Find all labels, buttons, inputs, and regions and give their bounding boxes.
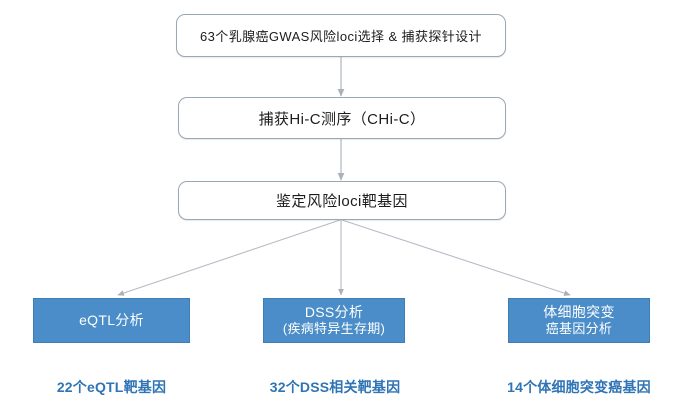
analysis-box-somatic-mutation-text: 体细胞突变 癌基因分析 <box>543 303 615 338</box>
analysis-box-eqtl: eQTL分析 <box>33 298 190 343</box>
connector-step3-analysis3 <box>341 219 571 296</box>
analysis-box-dss: DSS分析 (疾病特异生存期) <box>263 298 405 343</box>
result-label-eqtl-text: 22个eQTL靶基因 <box>56 379 167 395</box>
analysis-box-dss-text: DSS分析 (疾病特异生存期) <box>283 303 385 338</box>
analysis-box-dss-line2: (疾病特异生存期) <box>282 321 386 337</box>
connector-step3-analysis1 <box>117 219 341 296</box>
process-box-capture-hic-sequencing-label: 捕获Hi-C测序（CHi-C） <box>258 110 426 128</box>
analysis-box-somatic-mutation: 体细胞突变 癌基因分析 <box>508 298 650 343</box>
process-box-gwas-loci-selection: 63个乳腺癌GWAS风险loci选择 & 捕获探针设计 <box>176 14 506 57</box>
analysis-box-somatic-mutation-line2: 癌基因分析 <box>545 321 613 337</box>
result-label-dss: 32个DSS相关靶基因 <box>245 377 425 397</box>
analysis-box-dss-line1: DSS分析 <box>304 303 364 320</box>
result-label-somatic-mutation: 14个体细胞突变癌基因 <box>473 377 685 397</box>
result-label-somatic-mutation-text: 14个体细胞突变癌基因 <box>507 379 651 395</box>
result-label-eqtl: 22个eQTL靶基因 <box>13 377 210 397</box>
process-box-capture-hic-sequencing: 捕获Hi-C测序（CHi-C） <box>178 97 506 139</box>
analysis-box-eqtl-line1: eQTL分析 <box>79 312 144 329</box>
process-box-identify-target-genes-label: 鉴定风险loci靶基因 <box>276 193 408 210</box>
process-box-gwas-loci-selection-label: 63个乳腺癌GWAS风险loci选择 & 捕获探针设计 <box>200 29 482 44</box>
result-label-dss-text: 32个DSS相关靶基因 <box>269 379 401 395</box>
process-box-identify-target-genes: 鉴定风险loci靶基因 <box>178 181 506 220</box>
analysis-box-somatic-mutation-line1: 体细胞突变 <box>543 303 615 320</box>
analysis-box-eqtl-text: eQTL分析 <box>79 311 144 329</box>
